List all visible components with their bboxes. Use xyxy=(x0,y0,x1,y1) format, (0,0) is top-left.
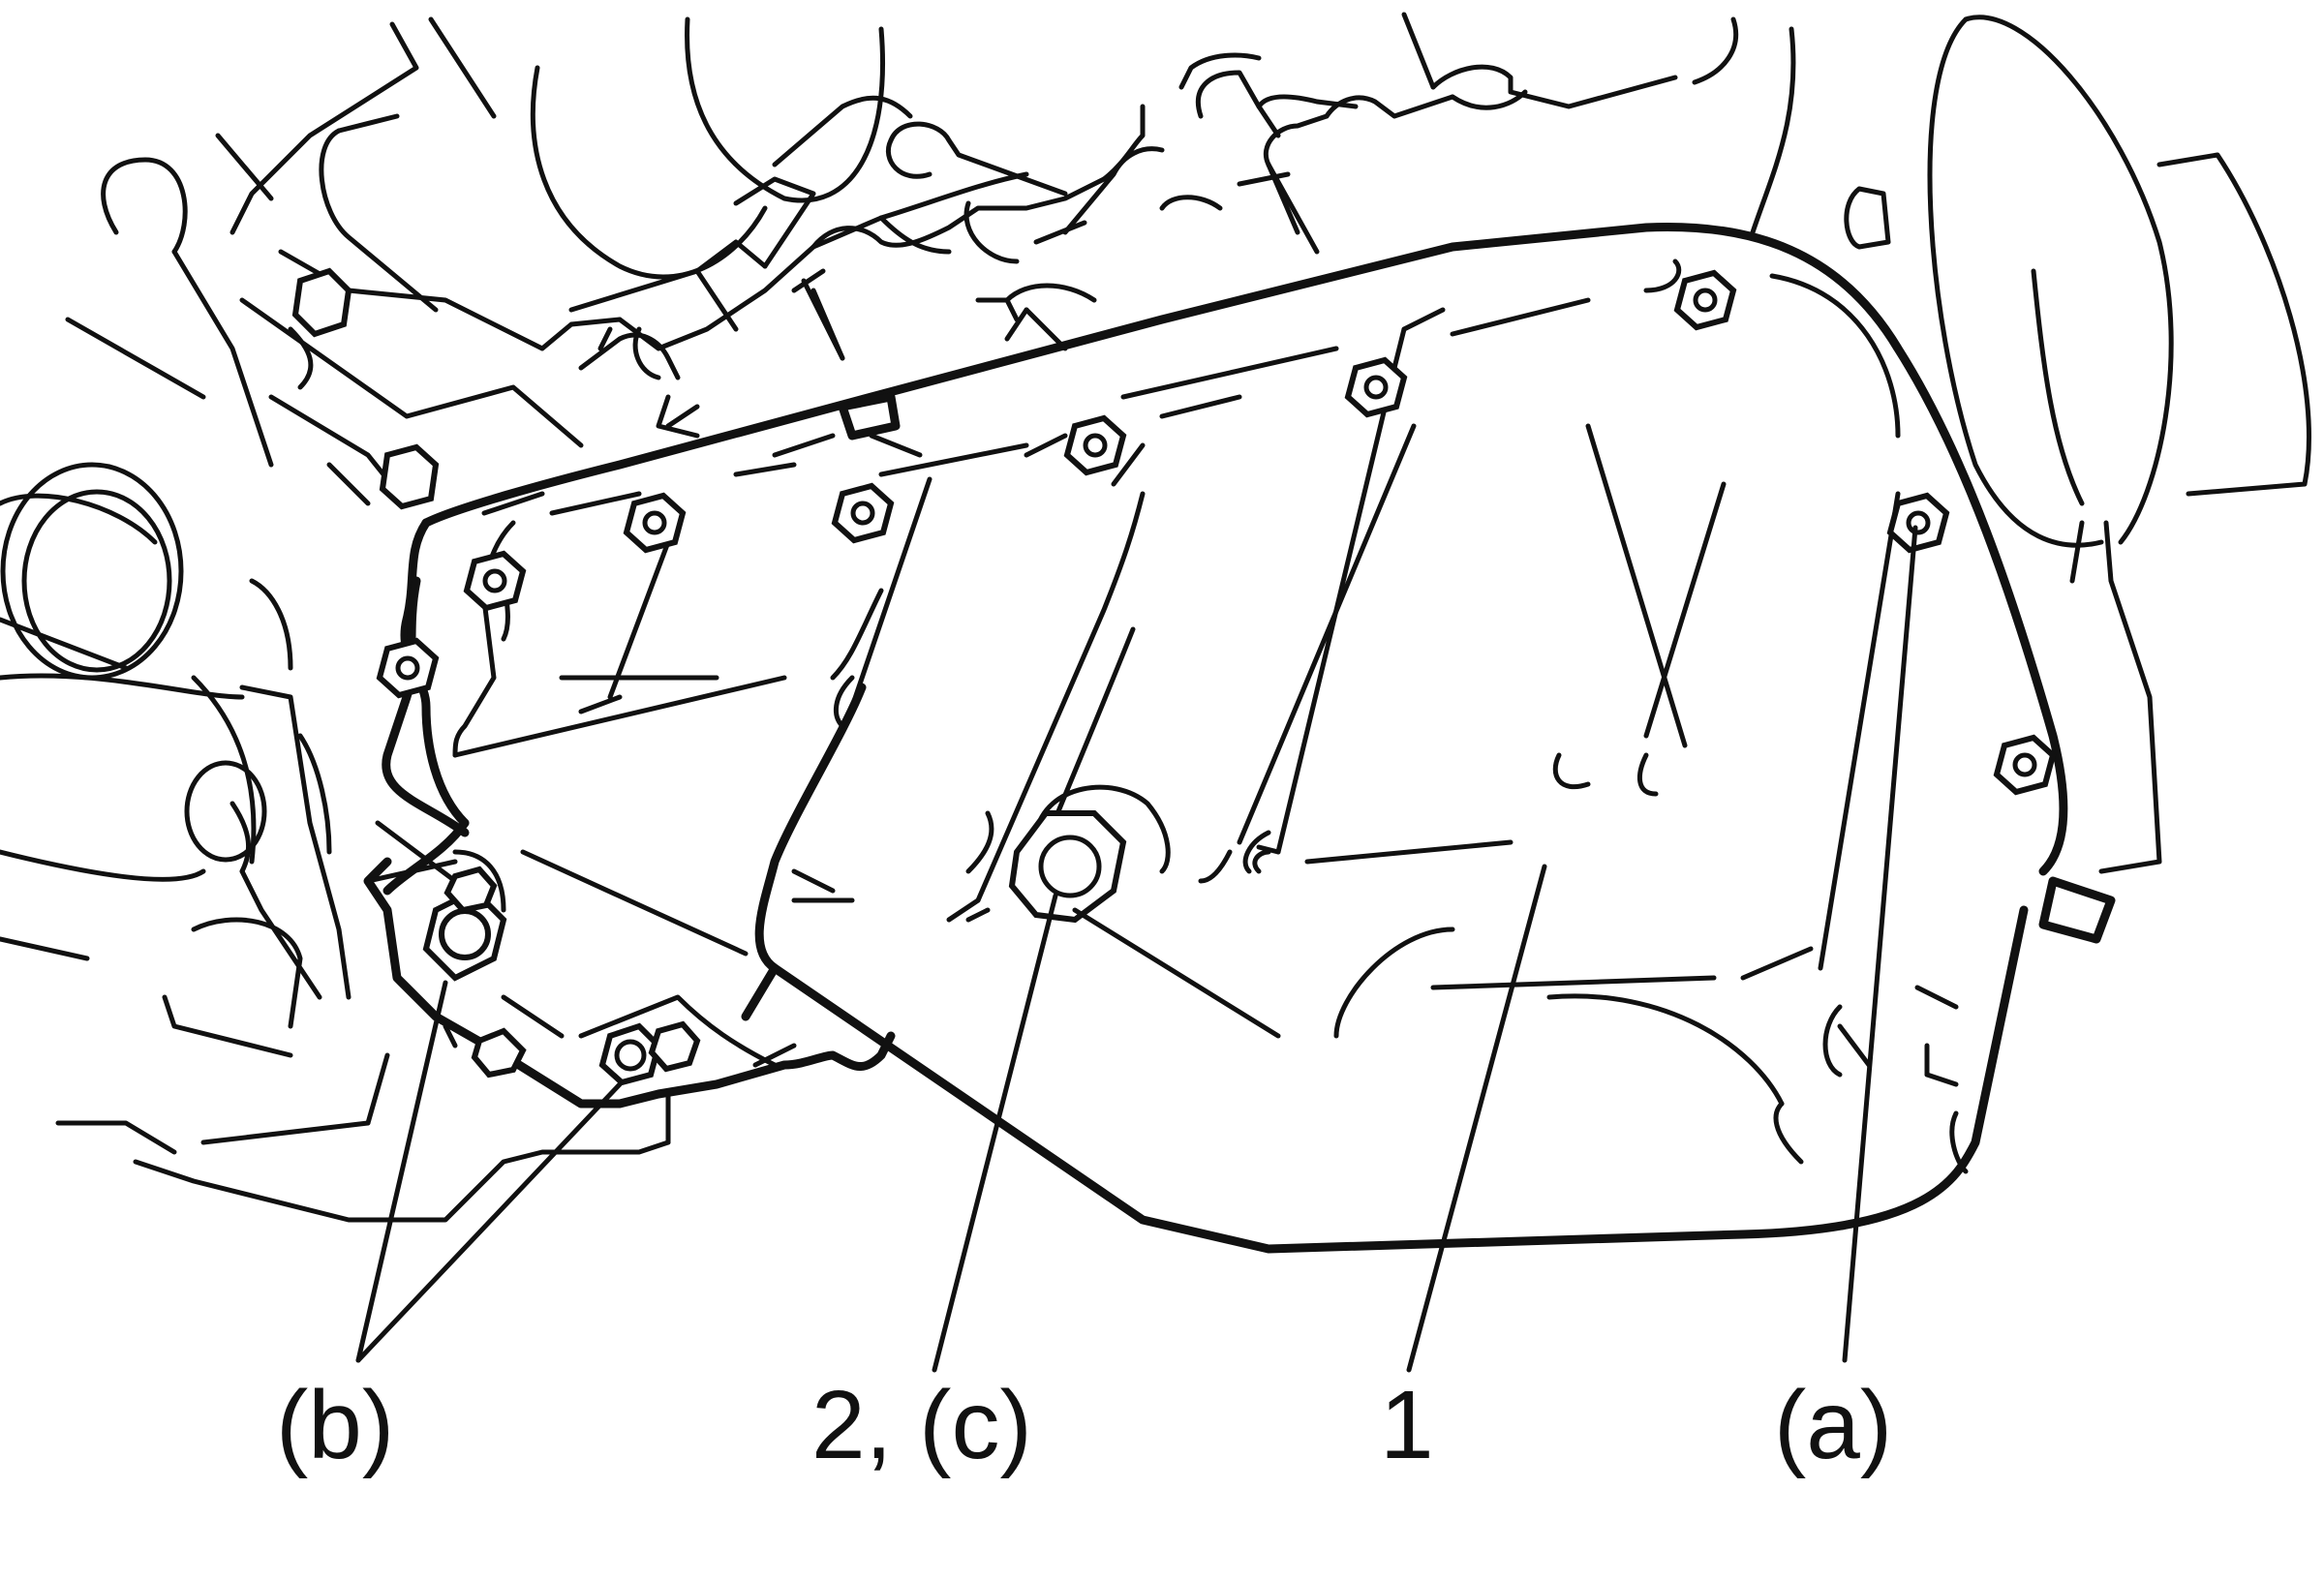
callout-1: 1 xyxy=(1380,1371,1434,1479)
bolt xyxy=(1993,734,2057,796)
bolt xyxy=(471,1027,527,1079)
callout-2c: 2, (c) xyxy=(811,1371,1032,1479)
bolt xyxy=(1344,356,1408,418)
crankshaft-seal xyxy=(0,462,267,863)
pulley xyxy=(1844,15,2311,874)
engine-block-background xyxy=(0,12,1796,1223)
bolt xyxy=(291,267,352,338)
dipstick-clip xyxy=(838,392,923,458)
bolt xyxy=(1673,269,1737,331)
side-clip xyxy=(2038,876,2116,944)
oil-pan xyxy=(382,222,2068,1254)
lower-bolts-b xyxy=(422,866,701,1086)
callout-a: (a) xyxy=(1774,1371,1893,1479)
callout-b: (b) xyxy=(276,1371,395,1479)
leader-lines xyxy=(355,525,1918,1373)
drain-plug xyxy=(1008,784,1281,1039)
bolt xyxy=(598,1022,662,1086)
bolt xyxy=(1063,414,1127,476)
bolt xyxy=(648,1020,701,1073)
bolt xyxy=(376,637,440,699)
bolt xyxy=(831,482,895,544)
bolt xyxy=(379,443,440,510)
lower-flange xyxy=(363,576,896,1109)
flange-bolts xyxy=(291,267,2116,944)
bolt xyxy=(443,866,498,914)
leader-b-1 xyxy=(355,980,448,1363)
leader-2c xyxy=(932,893,1058,1373)
bolt xyxy=(463,550,527,612)
leader-a xyxy=(1842,525,1918,1363)
leader-1 xyxy=(1406,864,1547,1373)
bolt xyxy=(623,492,687,554)
leader-b-2 xyxy=(355,1081,623,1363)
bolt xyxy=(1886,492,1950,554)
